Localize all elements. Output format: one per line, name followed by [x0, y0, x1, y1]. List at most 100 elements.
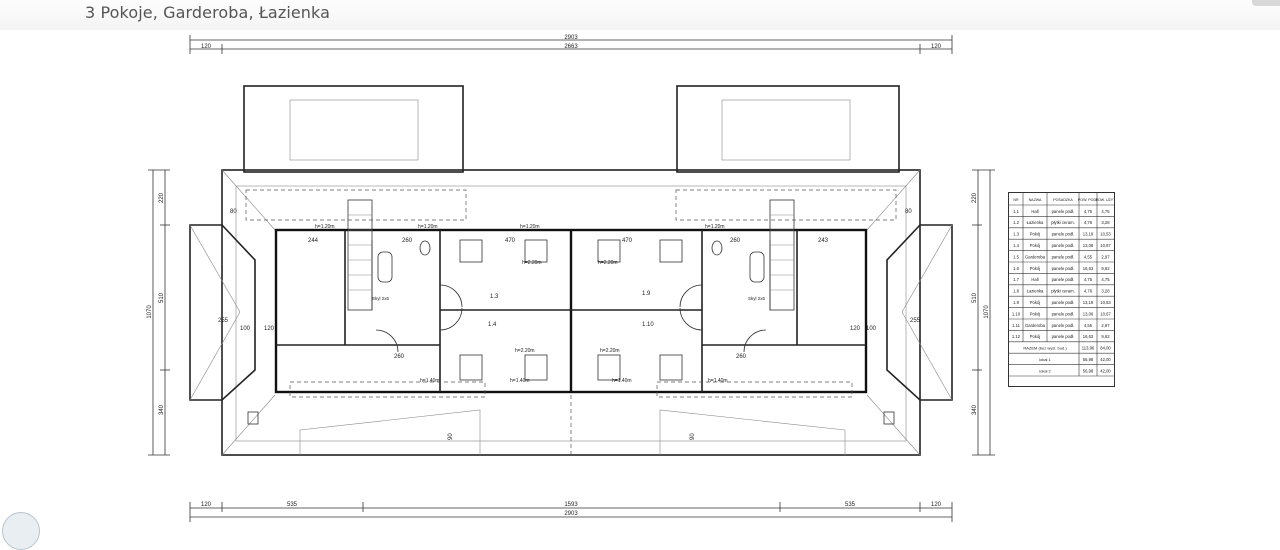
dim-label: 120	[850, 326, 861, 332]
table-cell: 2,97	[1101, 254, 1110, 259]
table-cell: Łazienka	[1027, 289, 1044, 294]
dim-left-1070: 1070	[147, 305, 153, 319]
roof-dormers	[243, 85, 900, 173]
table-summary-floor: 56,98	[1083, 357, 1094, 362]
dim-bottom-right-edge: 120	[931, 502, 942, 508]
table-summary-usable: 42,00	[1100, 368, 1111, 373]
dim-label: 80	[905, 209, 912, 215]
table-cell: 16,63	[1083, 334, 1094, 339]
page-title: 3 Pokoje, Garderoba, Łazienka	[85, 3, 331, 22]
dim-label: 90	[448, 433, 454, 440]
table-summary-floor: 56,98	[1083, 368, 1094, 373]
table-cell: 1.3	[1013, 232, 1019, 237]
table-cell: panele podł.	[1052, 300, 1075, 305]
height-label: h=1.20m	[705, 224, 725, 230]
table-cell: 4,75	[1101, 209, 1110, 214]
dim-bottom-middle: 1593	[564, 502, 578, 508]
table-cell: 13,19	[1083, 232, 1094, 237]
table-cell: panele podł.	[1052, 209, 1075, 214]
room-label-1-4: 1.4	[488, 322, 497, 328]
dim-label: 260	[736, 354, 747, 360]
dim-bottom-left: 535	[287, 502, 298, 508]
height-label: h=1.20m	[418, 224, 438, 230]
table-cell: 2,97	[1101, 323, 1110, 328]
height-label: h=1.20m	[520, 224, 540, 230]
table-cell: panele podł.	[1052, 243, 1075, 248]
table-summary-label: lokal 1	[1039, 357, 1051, 362]
table-cell: Łazienka	[1027, 220, 1044, 225]
table-summary-usable: 42,00	[1100, 357, 1111, 362]
table-summary-label: lokal 2	[1039, 368, 1051, 373]
table-cell: Pokój	[1030, 311, 1041, 316]
table-cell: Garderoba	[1025, 254, 1046, 259]
corner-tab[interactable]	[1252, 0, 1280, 6]
table-cell: 10,53	[1100, 232, 1111, 237]
dim-label: 255	[910, 318, 921, 324]
scroll-up-button[interactable]	[2, 512, 40, 550]
room-label-1-3: 1.3	[490, 294, 499, 300]
table-cell: Pokój	[1030, 266, 1041, 271]
table-cell: 1.4	[1013, 243, 1019, 248]
dim-label: 243	[818, 238, 829, 244]
table-cell: 9,62	[1101, 266, 1110, 271]
top-dimensions: 2903 2663 120 120	[189, 35, 953, 54]
table-cell: panele podł.	[1052, 232, 1075, 237]
table-cell: 3,28	[1101, 220, 1110, 225]
dim-label: 80	[230, 209, 237, 215]
dim-label: 260	[402, 238, 413, 244]
table-header-cell: NAZWA	[1029, 198, 1042, 202]
dim-label: 470	[505, 238, 516, 244]
dim-top-right: 120	[931, 44, 942, 50]
dim-label: 90	[690, 433, 696, 440]
dim-left-220: 220	[159, 192, 165, 203]
table-cell: 4,55	[1084, 323, 1093, 328]
dim-label: 244	[308, 238, 319, 244]
table-cell: panele podł.	[1052, 266, 1075, 271]
table-cell: płytki ceram.	[1051, 289, 1075, 294]
table-cell: Hall	[1031, 277, 1038, 282]
table-cell: 1.5	[1013, 254, 1019, 259]
dim-label: 100	[866, 326, 877, 332]
height-label: h=1.20m	[315, 224, 335, 230]
dim-label: 100	[240, 326, 251, 332]
dim-label: 260	[730, 238, 741, 244]
table-cell: 16,63	[1083, 266, 1094, 271]
dim-top-left: 120	[201, 44, 212, 50]
table-header-cell: NR	[1013, 198, 1019, 202]
table-cell: 1.11	[1012, 323, 1021, 328]
dim-left-510: 510	[159, 292, 165, 303]
table-cell: 3,28	[1101, 289, 1110, 294]
table-cell: Pokój	[1030, 300, 1041, 305]
table-cell: panele podł.	[1052, 323, 1075, 328]
dim-label: 260	[394, 354, 405, 360]
table-summary-floor: 113,96	[1082, 346, 1095, 351]
bottom-dimensions: 120 535 1593 535 120 2903	[189, 502, 953, 522]
table-summary-usable: 84,00	[1100, 346, 1111, 351]
table-cell: 1.1	[1013, 209, 1019, 214]
dim-label: 470	[622, 238, 633, 244]
plan-labels: 1.3 1.4 1.9 1.10 h=1.20m h=1.20m h=1.20m…	[218, 209, 921, 440]
table-cell: Hall	[1031, 209, 1038, 214]
table-cell: Garderoba	[1025, 323, 1046, 328]
skylight-label: Skyl 2x6	[372, 296, 390, 301]
height-label: h=2.20m	[522, 260, 542, 266]
table-cell: 10,53	[1100, 300, 1111, 305]
table-cell: 1.9	[1013, 300, 1019, 305]
dim-right-220: 220	[972, 192, 978, 203]
dim-label: 120	[264, 326, 275, 332]
side-dimensions: 1070 220 510 340 220 510 340 1070	[147, 169, 995, 456]
table-cell: 1.2	[1013, 220, 1019, 225]
table-cell: 9,62	[1101, 334, 1110, 339]
table-cell: 13,06	[1083, 243, 1094, 248]
title-bar: 3 Pokoje, Garderoba, Łazienka	[0, 0, 1280, 30]
table-cell: 4,75	[1084, 209, 1093, 214]
table-cell: 4,76	[1084, 289, 1093, 294]
table-cell: panele podł.	[1052, 277, 1075, 282]
table-summary-label: RAZEM (bez wyst. bud.)	[1023, 346, 1067, 351]
table-header-cell: POW. UŻYT	[1096, 197, 1114, 202]
table-header-cell: POW. PODŁ	[1078, 198, 1098, 202]
table-cell: 10,67	[1100, 311, 1111, 316]
table-cell: 13,06	[1083, 311, 1094, 316]
